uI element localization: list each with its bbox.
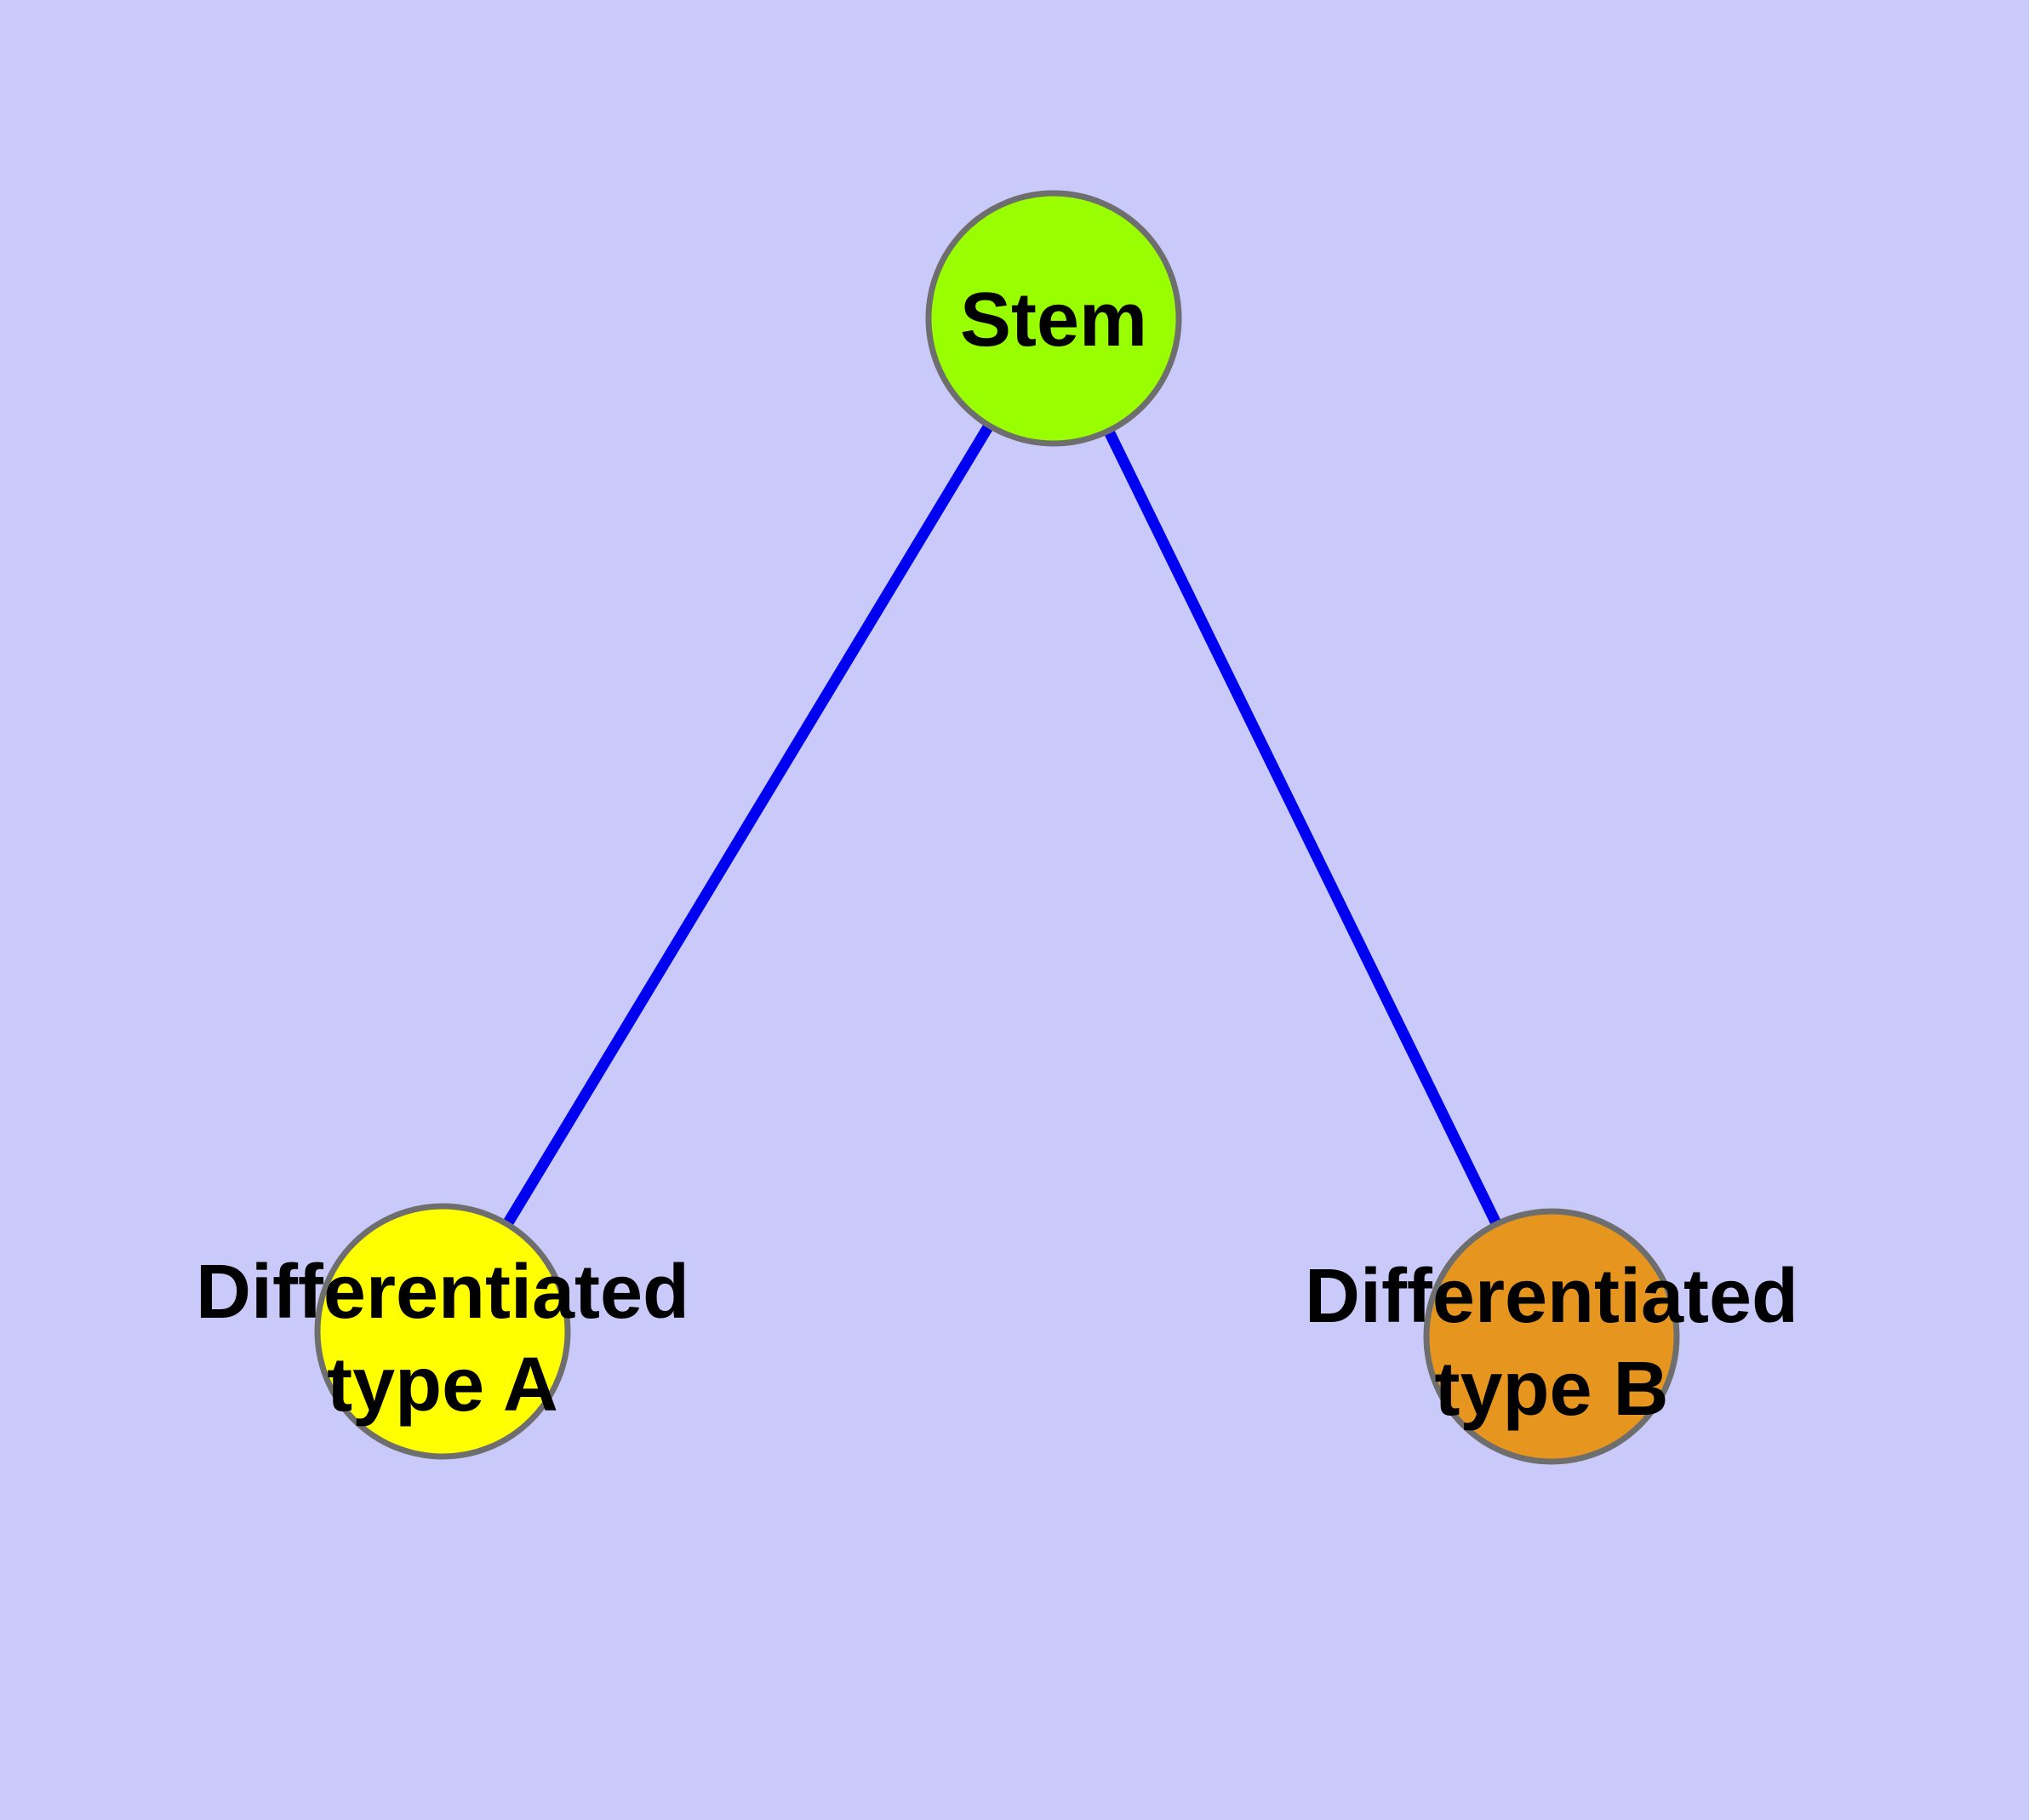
node-differentiated-type-b[interactable] [1423,1208,1680,1465]
edge-stem-to-type-a [437,315,1059,1335]
node-stem[interactable] [925,190,1182,447]
node-differentiated-type-a[interactable] [314,1203,571,1460]
edge-stem-to-type-b [1049,316,1557,1339]
